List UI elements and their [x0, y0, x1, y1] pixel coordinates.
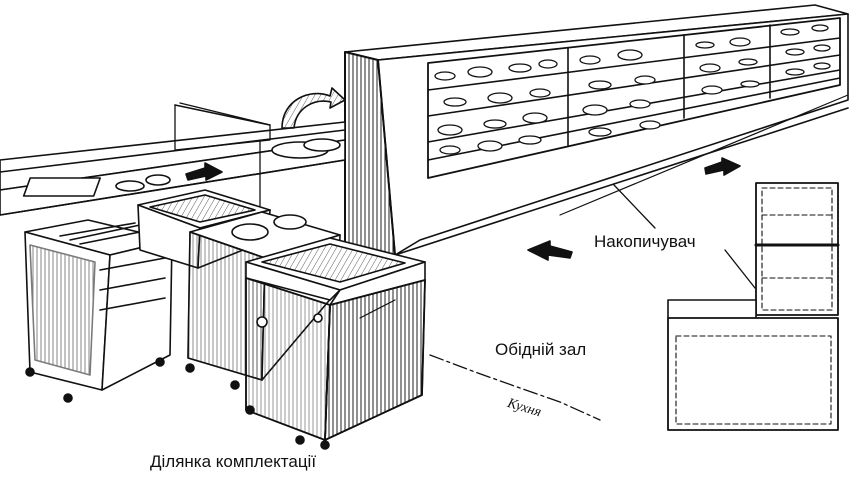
accumulator-unit: [668, 183, 838, 430]
assembly-cart-4: [246, 238, 425, 449]
assembly-area-label: Ділянка комплектації: [150, 452, 317, 471]
rotation-arrow-icon: [282, 88, 345, 128]
leader-lines: [614, 185, 755, 288]
conveyor-belt: [0, 103, 345, 215]
accumulator-label: Накопичувач: [594, 232, 696, 251]
direction-arrow-icon: [186, 158, 740, 260]
zone-boundary-line: [360, 95, 848, 420]
dishes-on-shelves: [435, 25, 830, 154]
assembly-cart-1: [25, 220, 172, 402]
dining-hall-label: Обідній зал: [495, 340, 587, 359]
